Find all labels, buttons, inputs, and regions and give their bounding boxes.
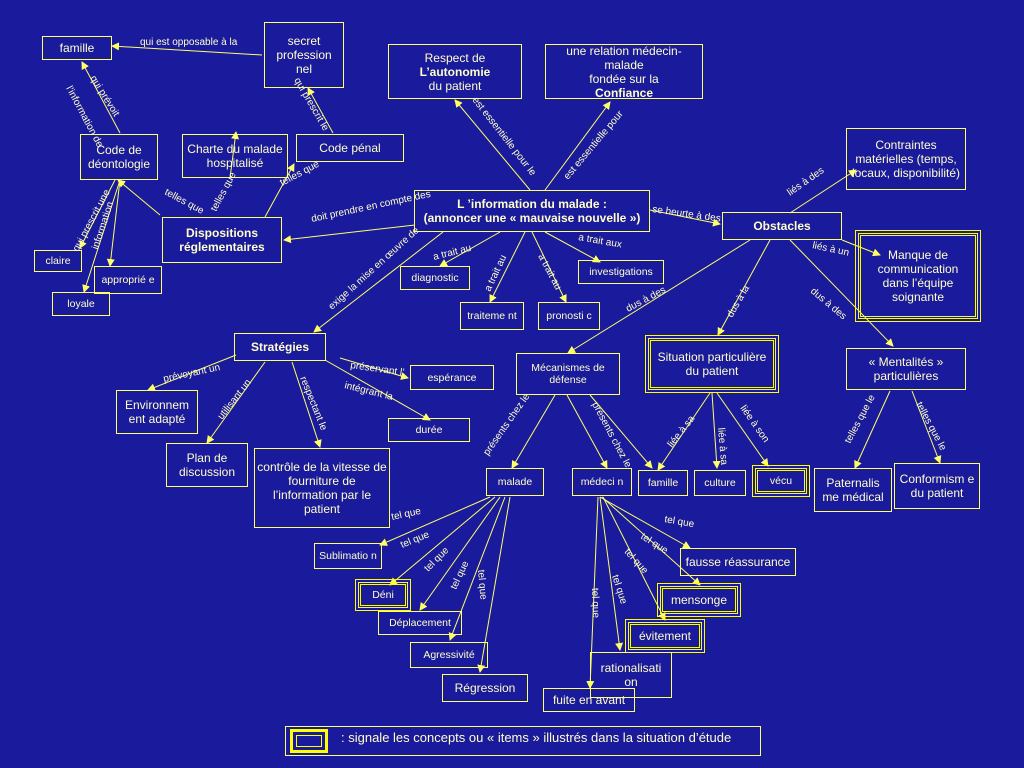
node-pronostic-label: pronosti c <box>546 310 592 322</box>
relation-line1: une relation médecin-malade <box>566 43 682 72</box>
node-paternalisme: Paternalis me médical <box>814 468 892 512</box>
node-obstacles-label: Obstacles <box>753 219 811 233</box>
node-evitement-label: évitement <box>638 629 692 643</box>
node-pronostic: pronosti c <box>538 302 600 330</box>
respect-line2: L’autonomie <box>419 64 491 79</box>
node-appropriee: approprié e <box>94 266 162 294</box>
node-contraintes: Contraintes matérielles (temps, locaux, … <box>846 128 966 190</box>
node-duree-label: durée <box>415 424 443 436</box>
node-investigations-label: investigations <box>589 266 653 278</box>
node-environnement-label: Environnem ent adapté <box>124 398 190 426</box>
node-regression-label: Régression <box>454 681 516 695</box>
node-deni: Déni <box>355 579 411 611</box>
node-rationalisation: rationalisati on <box>590 652 672 698</box>
node-strategies: Stratégies <box>234 333 326 361</box>
node-loyale-label: loyale <box>67 298 95 310</box>
node-famille2-label: famille <box>647 477 679 489</box>
node-code-penal: Code pénal <box>296 134 404 162</box>
node-charte-label: Charte du malade hospitalisé <box>187 142 283 170</box>
node-plan-label: Plan de discussion <box>178 451 236 479</box>
node-famille-label: famille <box>59 41 95 55</box>
node-sublimation-label: Sublimatio n <box>319 550 377 562</box>
node-code-deonto-label: Code de déontologie <box>87 143 151 171</box>
node-appropriee-label: approprié e <box>101 274 155 286</box>
node-secret-label: secret profession nel <box>276 34 332 76</box>
node-strategies-label: Stratégies <box>250 340 310 354</box>
node-code-deontologie: Code de déontologie <box>80 134 158 180</box>
node-dispositions-label: Dispositions réglementaires <box>179 226 265 254</box>
node-mensonge: mensonge <box>657 583 741 617</box>
legend-highlight-sample <box>290 729 328 753</box>
node-obstacles: Obstacles <box>722 212 842 240</box>
node-secret-professionnel: secret profession nel <box>264 22 344 88</box>
node-rationalisation-label: rationalisati on <box>600 661 662 689</box>
node-mentalites: « Mentalités » particulières <box>846 348 966 390</box>
node-environnement: Environnem ent adapté <box>116 390 198 434</box>
node-manque-communication: Manque de communication dans l’équipe so… <box>855 230 981 322</box>
respect-line3: du patient <box>428 78 482 93</box>
legend: : signale les concepts ou « items » illu… <box>285 726 761 756</box>
node-code-penal-label: Code pénal <box>319 141 381 155</box>
node-evitement: évitement <box>625 619 705 653</box>
node-situation-particuliere: Situation particulière du patient <box>645 335 779 393</box>
info-line1: L ’information du malade : <box>457 197 607 211</box>
node-respect-autonomie: Respect de L’autonomie du patient <box>388 44 522 99</box>
node-vecu: vécu <box>752 465 810 497</box>
node-claire-label: claire <box>45 255 71 267</box>
node-deni-label: Déni <box>372 589 394 601</box>
node-manque-label: Manque de communication dans l’équipe so… <box>877 248 959 304</box>
node-loyale: loyale <box>52 292 110 316</box>
node-paternalisme-label: Paternalis me médical <box>822 476 884 504</box>
node-culture: culture <box>694 470 746 496</box>
node-famille: famille <box>42 36 112 60</box>
node-plan-discussion: Plan de discussion <box>166 443 248 487</box>
node-situation-label: Situation particulière du patient <box>657 350 767 378</box>
node-agressivite-label: Agressivité <box>423 649 475 661</box>
node-sublimation: Sublimatio n <box>314 543 382 569</box>
node-mensonge-label: mensonge <box>670 593 728 607</box>
node-fuite-en-avant: fuite en avant <box>543 688 635 712</box>
node-fuite-label: fuite en avant <box>552 693 626 707</box>
node-medecin: médeci n <box>572 468 632 496</box>
node-conformisme: Conformism e du patient <box>894 463 980 509</box>
node-mentalites-label: « Mentalités » particulières <box>868 355 944 383</box>
node-medecin-label: médeci n <box>580 476 624 488</box>
relation-line3: Confiance <box>594 85 653 100</box>
node-regression: Régression <box>442 674 528 702</box>
node-deplacement-label: Déplacement <box>389 617 451 629</box>
node-fausse-reassurance: fausse réassurance <box>680 548 796 576</box>
node-controle-vitesse: contrôle de la vitesse de fourniture de … <box>254 448 390 528</box>
node-diagnostic-label: diagnostic <box>411 272 459 284</box>
node-mecanismes-defense: Mécanismes de défense <box>516 353 620 395</box>
node-information-malade: L ’information du malade : (annoncer une… <box>414 190 650 232</box>
node-traitement-label: traiteme nt <box>467 310 517 322</box>
node-dispositions: Dispositions réglementaires <box>162 217 282 263</box>
respect-line1: Respect de <box>424 50 486 65</box>
node-malade: malade <box>486 468 544 496</box>
node-famille-situation: famille <box>638 470 688 496</box>
node-vecu-label: vécu <box>769 475 793 487</box>
node-culture-label: culture <box>704 477 736 489</box>
node-investigations: investigations <box>578 260 664 284</box>
node-fausse-label: fausse réassurance <box>685 555 791 569</box>
node-claire: claire <box>34 250 82 272</box>
node-diagnostic: diagnostic <box>400 266 470 290</box>
node-relation-confiance: une relation médecin-malade fondée sur l… <box>545 43 703 100</box>
node-controle-label: contrôle de la vitesse de fourniture de … <box>257 460 387 516</box>
node-esperance: espérance <box>410 365 494 390</box>
node-conformisme-label: Conformism e du patient <box>899 472 975 500</box>
node-deplacement: Déplacement <box>378 611 462 635</box>
node-traitement: traiteme nt <box>460 302 524 330</box>
relation-line2: fondée sur la <box>589 71 659 86</box>
node-contraintes-label: Contraintes matérielles (temps, locaux, … <box>851 138 961 180</box>
node-esperance-label: espérance <box>427 371 477 384</box>
legend-text: : signale les concepts ou « items » illu… <box>341 730 732 745</box>
node-malade-label: malade <box>497 476 533 488</box>
node-agressivite: Agressivité <box>410 642 488 668</box>
node-duree: durée <box>388 418 470 442</box>
node-charte-malade: Charte du malade hospitalisé <box>182 134 288 178</box>
node-mecanismes-label: Mécanismes de défense <box>531 362 605 386</box>
info-line2: (annoncer une « mauvaise nouvelle ») <box>423 211 641 225</box>
